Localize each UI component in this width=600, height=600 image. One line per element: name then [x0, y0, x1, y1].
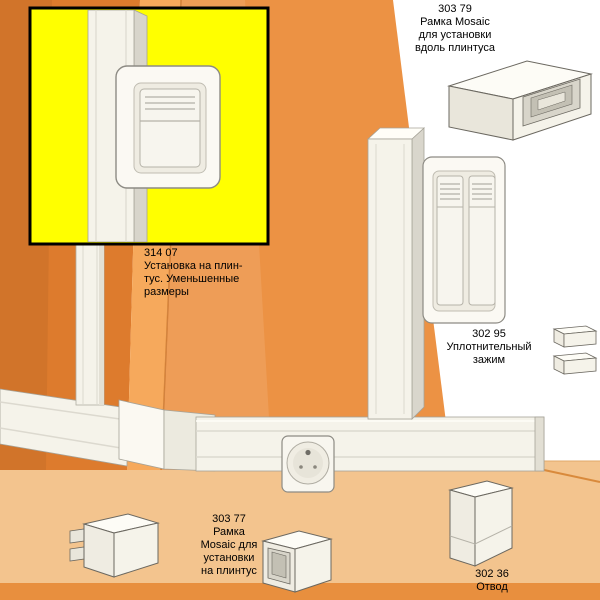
vertical-trunking — [366, 127, 426, 420]
branch-illustration — [448, 480, 514, 567]
product-code: 302 95 — [472, 328, 506, 340]
product-code: 302 36 — [475, 568, 509, 580]
frame-on-illustration — [261, 530, 333, 593]
skirting-trunking — [195, 416, 545, 472]
product-code: 303 79 — [438, 3, 472, 15]
seal-clamp-illustration — [552, 325, 598, 375]
product-desc-line: размеры — [144, 286, 189, 298]
frame-along-illustration — [447, 60, 593, 141]
product-desc-line: зажим — [472, 354, 506, 366]
product-desc-line: Установка на плин- — [144, 260, 243, 272]
end-cap-illustration — [69, 513, 160, 578]
inset-zoom-box — [28, 6, 270, 246]
socket-outlet — [281, 435, 335, 493]
callout-314-07: 314 07 Установка на плин- тус. Уменьшенн… — [144, 247, 284, 299]
callout-303-79: 303 79 Рамка Mosaic для установки вдоль … — [393, 3, 517, 55]
mini-trunking-vertical — [75, 242, 105, 406]
product-desc-line: на плинтус — [201, 565, 257, 577]
product-code: 303 77 — [212, 513, 246, 525]
product-code: 314 07 — [144, 247, 178, 259]
product-desc-line: Рамка — [213, 526, 245, 538]
product-desc-line: тус. Уменьшенные — [144, 273, 240, 285]
product-desc-line: Mosaic для — [200, 539, 258, 551]
product-desc-line: для установки — [418, 29, 492, 41]
product-desc-line: Отвод — [476, 581, 508, 593]
product-desc-line: Рамка Mosaic — [420, 16, 490, 28]
double-switch — [422, 156, 506, 324]
callout-303-77: 303 77 Рамка Mosaic для установки на пли… — [183, 513, 275, 578]
callout-302-36: 302 36 Отвод — [450, 568, 534, 594]
callout-302-95: 302 95 Уплотнительный зажим — [428, 328, 550, 367]
product-desc-line: установки — [203, 552, 255, 564]
product-desc-line: вдоль плинтуса — [415, 42, 495, 54]
inset-switch — [115, 65, 221, 189]
product-desc-line: Уплотнительный — [446, 341, 532, 353]
